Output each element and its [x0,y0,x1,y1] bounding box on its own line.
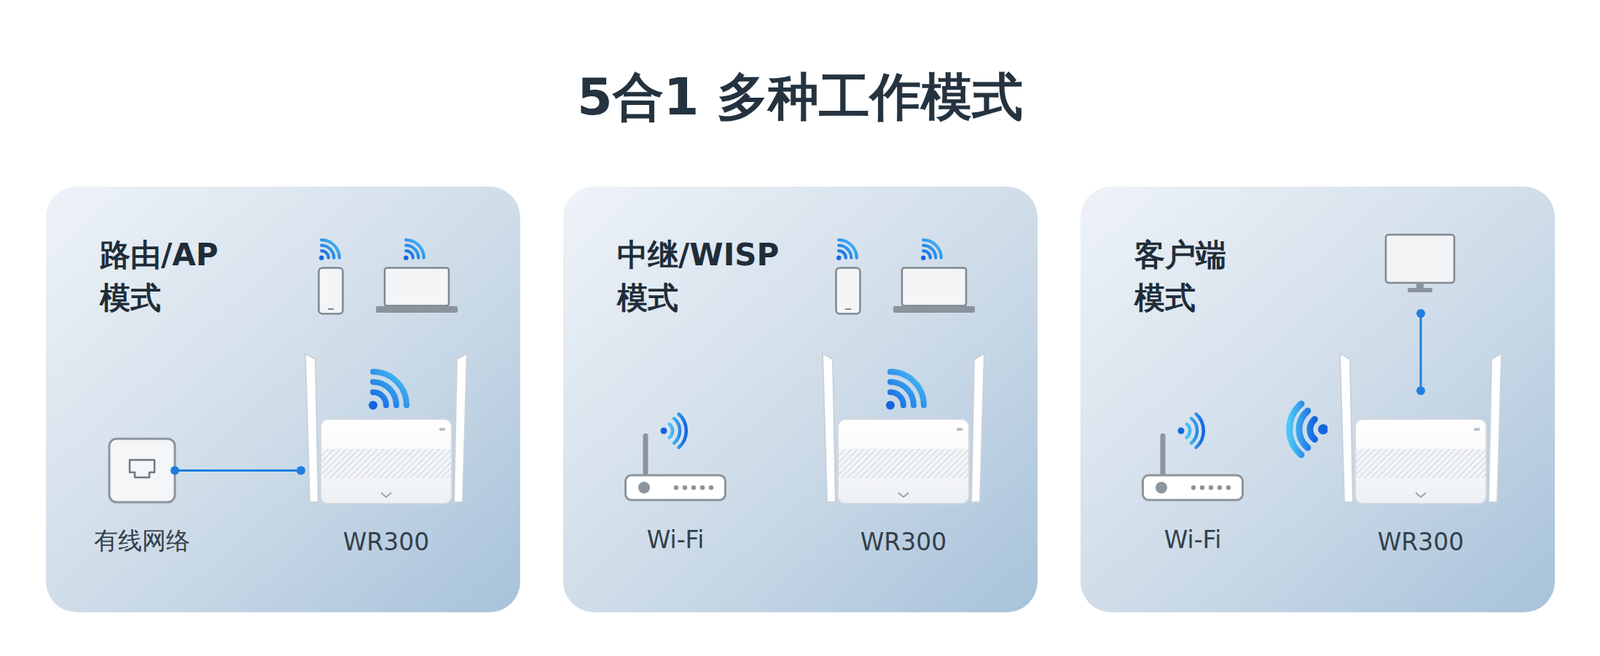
panel-ground [45,186,521,613]
wr300-router [822,353,985,504]
mode-panel: 路由/AP 模式有线网络 WR300 [45,186,521,613]
wifi-source-node: Wi-Fi [624,428,727,502]
mode-heading: 路由/AP 模式 [99,233,219,320]
wifi-signal [920,239,942,261]
wifi-signal [368,371,407,410]
monitor-neck [1416,282,1424,289]
wifi-router [625,435,726,500]
wired-connector [174,469,301,472]
device-label: Wi-Fi [1164,525,1222,555]
wifi-signal [660,413,687,448]
wifi-signal [319,239,340,261]
device-label: 有线网络 [93,526,191,556]
wr300-router [1339,353,1502,504]
link-dot [1416,386,1426,395]
mode-heading: 客户端 模式 [1134,233,1227,320]
title-bar: 5合1 多种工作模式 [0,66,1600,128]
mode-heading: 中继/WISP 模式 [617,233,779,320]
wifi-signal [885,371,924,410]
router-node: WR300 [300,351,472,505]
panel-ground [1080,186,1555,613]
wifi-signal [836,239,857,261]
wifi-signal [1289,403,1329,455]
wifi-signal [403,239,425,261]
wired-link [1420,313,1423,391]
monitor-screen [1385,234,1455,283]
diagram-title: 5合1 多种工作模式 [577,66,1023,128]
phone-icon [319,268,344,315]
phone-icon [836,268,861,315]
laptop-icon [375,268,458,314]
router-node: WR300 [818,351,989,505]
mode-panel: 客户端 模式Wi-FiWR300 [1080,186,1555,613]
connector-dot [296,466,306,476]
mode-panel: 中继/WISP 模式Wi-FiWR300 [563,186,1038,613]
monitor-base [1407,287,1433,293]
wired-network-node: 有线网络 [109,438,175,503]
link-dot [1416,308,1426,318]
device-label: Wi-Fi [646,525,705,555]
wall-socket [109,438,175,503]
wifi-signal [1178,413,1204,448]
ethernet-port [129,459,155,478]
connector-dot [170,466,180,476]
laptop-icon [893,268,975,314]
device-label: WR300 [860,527,948,557]
wifi-router [1143,435,1243,500]
wr300-router [305,353,468,504]
router-node: WR300 [1335,351,1507,505]
wifi-source-node: Wi-Fi [1141,428,1244,502]
device-label: WR300 [1377,527,1465,557]
device-label: WR300 [343,527,430,557]
panel-ground [563,186,1038,613]
